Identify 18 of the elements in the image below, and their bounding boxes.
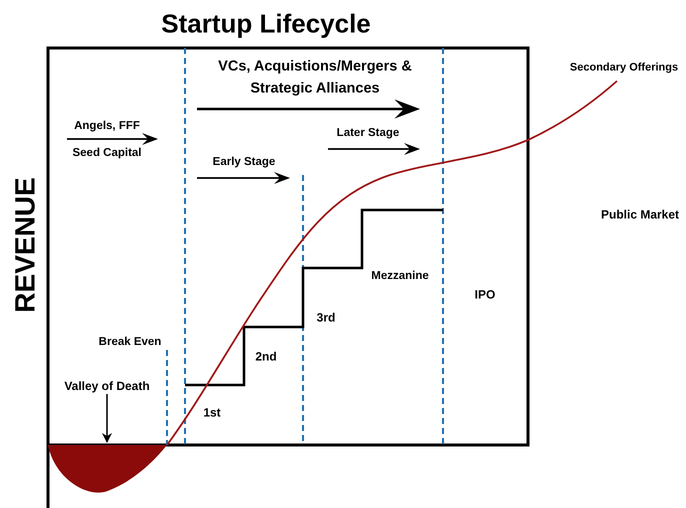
annotation-text: Angels, FFF (74, 119, 140, 134)
annotation-text: 2nd (255, 348, 277, 366)
chart-title: Startup Lifecycle (161, 8, 371, 40)
arrow (102, 394, 112, 443)
valley-area (48, 445, 167, 493)
annotation-text: Later Stage (336, 126, 400, 142)
annotation-text: Seed Capital (72, 146, 142, 162)
axis-label: REVENUE (8, 177, 42, 313)
annotation-text: VCs, Acquistions/Mergers & Strategic Alliances (217, 58, 413, 99)
annotation-text: Mezzanine (371, 269, 429, 284)
annotation-text: Break Even (98, 335, 162, 350)
annotation-text: Secondary Offerings (570, 60, 678, 76)
annotation-text: IPO (474, 286, 496, 304)
annotation-text: Public Market (600, 206, 680, 224)
annotation-text: 3rd (316, 310, 336, 327)
annotation-text: Early Stage (212, 155, 276, 170)
annotation-text: 1st (203, 404, 221, 422)
annotation-text: Valley of Death (64, 379, 150, 393)
